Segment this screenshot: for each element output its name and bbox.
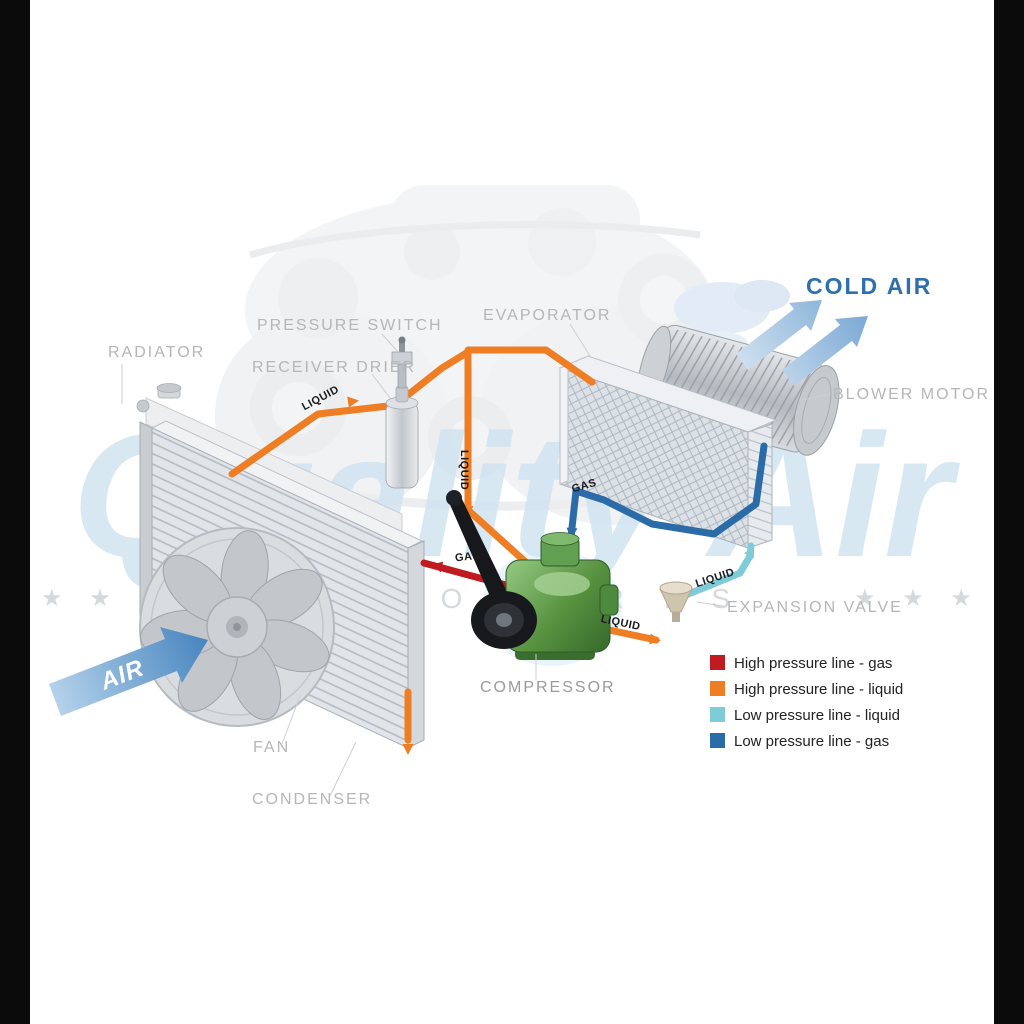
expansion-valve	[659, 581, 693, 622]
lp-liquid-arrow	[744, 546, 755, 559]
hp-liquid-arrow-3	[649, 633, 661, 645]
hp-gas-arrow	[431, 561, 444, 573]
label-cold-air: COLD AIR	[806, 273, 932, 299]
compressor-belt	[448, 495, 512, 610]
flow-label-liquid-drop: LIQUID	[458, 450, 470, 490]
watermark-stars-left: ★ ★ ★	[41, 585, 169, 612]
hp-liquid-line-overhead	[464, 346, 596, 386]
label-pressure-switch: PRESSURE SWITCH	[257, 317, 443, 334]
legend-swatch-lp-liquid	[710, 707, 725, 722]
hp-liquid-line-drier-up	[400, 348, 472, 402]
belt-idler	[446, 490, 462, 506]
legend-label-lp-gas: Low pressure line - gas	[734, 733, 889, 750]
flow-label-gas-high: GAS	[454, 550, 480, 565]
legend-swatch-lp-gas	[710, 733, 725, 748]
legend-label-hp-liquid: High pressure line - liquid	[734, 681, 903, 698]
label-compressor: COMPRESSOR	[480, 679, 616, 696]
legend: High pressure line - gas High pressure l…	[710, 655, 903, 750]
legend-swatch-hp-gas	[710, 655, 725, 670]
legend-label-hp-gas: High pressure line - gas	[734, 655, 892, 672]
lp-gas-arrow	[566, 527, 578, 539]
label-receiver-drier: RECEIVER DRIER	[252, 359, 416, 376]
legend-label-lp-liquid: Low pressure line - liquid	[734, 707, 900, 724]
watermark-stars-right: ★ ★ ★	[854, 585, 982, 612]
leader-lines	[121, 323, 831, 797]
lp-gas-line	[566, 442, 768, 550]
pressure-switch	[391, 336, 413, 389]
legend-swatch-hp-liquid	[710, 681, 725, 696]
receiver-drier	[385, 385, 419, 489]
cold-air-arrows	[736, 300, 868, 386]
compressor	[446, 490, 619, 660]
label-evaporator: EVAPORATOR	[483, 307, 611, 324]
hp-liquid-arrow-1	[347, 396, 359, 408]
hp-liquid-line-condenser-out	[228, 402, 392, 478]
label-blower-motor: BLOWER MOTOR	[833, 386, 990, 403]
label-condenser: CONDENSER	[252, 791, 372, 808]
label-fan: FAN	[253, 739, 290, 756]
evaporator	[558, 355, 778, 549]
left-black-bar	[0, 0, 30, 1024]
fan	[139, 527, 335, 727]
label-expansion-valve: EXPANSION VALVE	[727, 599, 903, 616]
hp-liquid-arrow-4	[402, 744, 414, 755]
label-radiator: RADIATOR	[108, 344, 205, 361]
right-black-bar	[994, 0, 1024, 1024]
